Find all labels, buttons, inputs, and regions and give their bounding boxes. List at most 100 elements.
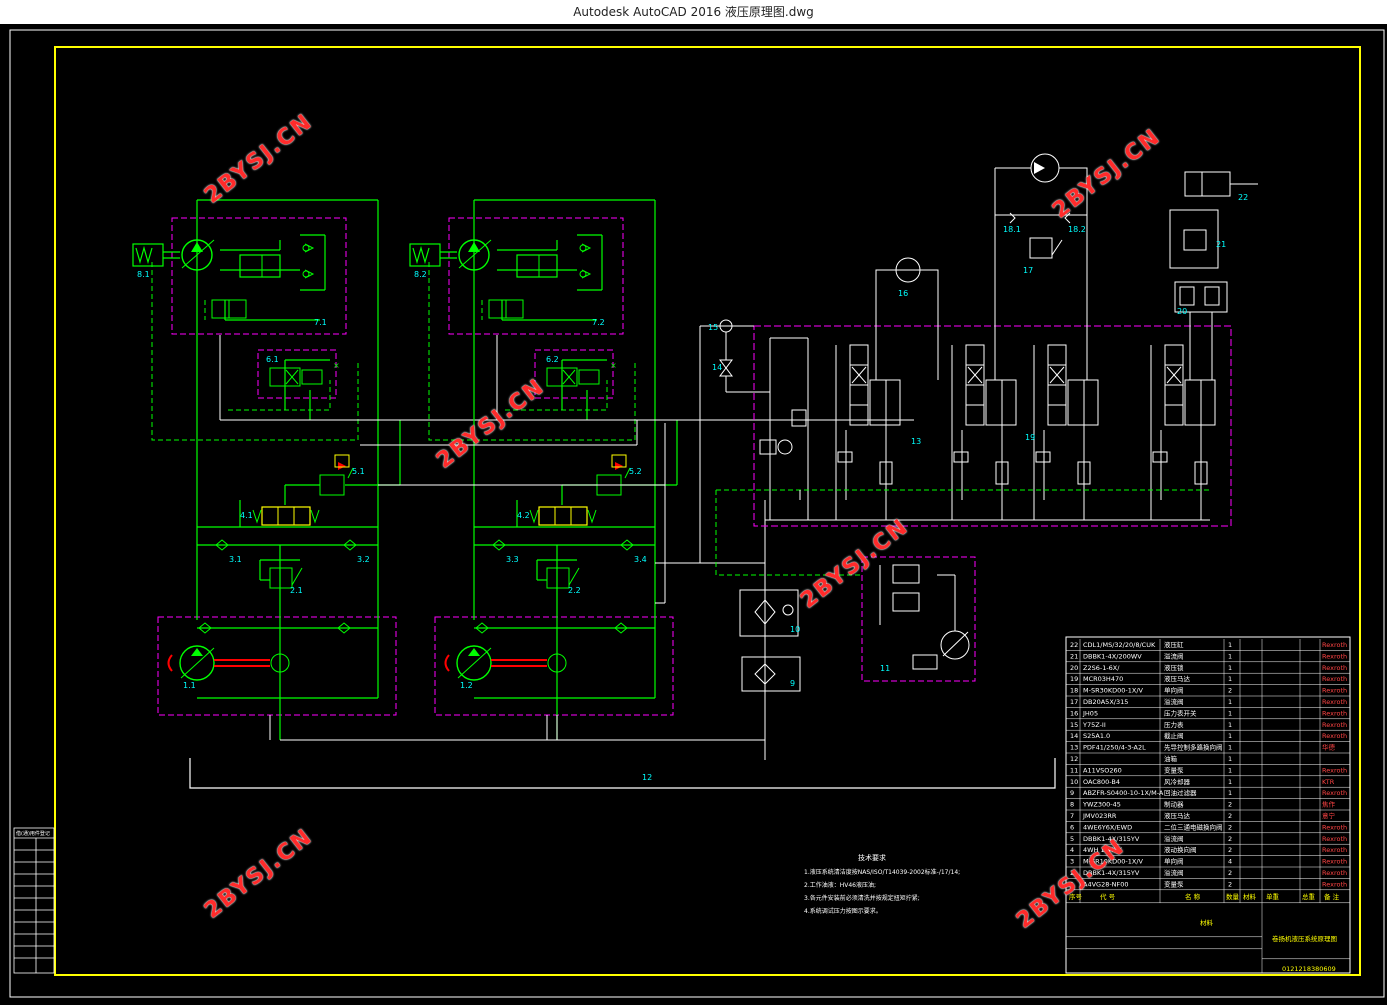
bom-row-qty: 2 [1228,846,1232,854]
bom-row-no: 17 [1070,698,1078,706]
label-16: 16 [898,289,908,298]
svg-text:×: × [333,361,340,370]
bom-row-no: 5 [1070,835,1074,843]
drawing-number: 0121218380609 [1282,965,1336,973]
bom-row-qty: 2 [1228,869,1232,877]
notes-line-4: 4.系统调试压力按图示要求。 [804,907,882,915]
bom-row-maker: Rexroth [1322,698,1347,706]
bom-row-name: 单向阀 [1164,686,1184,695]
multi-valve-block [753,325,1232,527]
bom-row-name: 二位三通电磁换向阀 [1164,822,1223,831]
label-5-1: 5.1 [352,467,365,476]
drawing-title: 卷扬机液压系统原理图 [1272,934,1337,943]
label-2-2: 2.2 [568,586,581,595]
bom-row-qty: 1 [1228,698,1232,706]
bom-row-maker: Rexroth [1322,869,1347,877]
bom-row-name: 溢流阀 [1164,834,1184,843]
label-18-1: 18.1 [1003,225,1021,234]
bom-header-name: 名 称 [1185,892,1201,901]
bom-row-qty: 1 [1228,664,1232,672]
label-3-3: 3.3 [506,555,519,564]
bom-row-code: MCR03H470 [1083,675,1123,683]
bom-row-no: 10 [1070,778,1078,786]
label-6-1: 6.1 [266,355,279,364]
label-5-2: 5.2 [629,467,642,476]
bom-row-maker: KTR [1322,778,1335,786]
label-21: 21 [1216,240,1226,249]
bom-row-no: 13 [1070,744,1078,752]
bom-row-name: 截止阀 [1164,731,1184,740]
bom-row-maker: Rexroth [1322,721,1347,729]
bom-row-code: CDL1/MS/32/20/8/CUK [1083,641,1156,649]
cooler-10 [739,589,799,637]
label-9: 9 [790,679,795,688]
bom-row-maker: Rexroth [1322,880,1347,888]
notes-line-1: 1.液压系统清洁度按NAS/ISO/T14039-2002标准-/17/14; [804,868,960,876]
sheet-border [9,29,1385,998]
label-18-2: 18.2 [1068,225,1086,234]
label-3-1: 3.1 [229,555,242,564]
bom-row-maker: Rexroth [1322,687,1347,695]
bom-row-code: 4WH 16H7X [1083,846,1123,854]
pump-group-11 [861,556,976,682]
bom-row-no: 2 [1070,869,1074,877]
bom-row-name: 回油过滤器 [1164,788,1197,797]
bom-row-code: DBBK1-4X/200WV [1083,652,1142,660]
winch-unit-1: × [132,199,637,740]
bom-header-w1: 单重 [1266,892,1280,901]
drawing-canvas[interactable]: 借(通)用件登记 [0,24,1387,1001]
bom-row-maker: Rexroth [1322,652,1347,660]
label-4-1: 4.1 [240,511,253,520]
bom-row-qty: 2 [1228,801,1232,809]
bom-row-qty: 2 [1228,687,1232,695]
bom-row-no: 19 [1070,675,1078,683]
bom-row-maker: 焦作 [1322,800,1336,809]
bom-row-no: 3 [1070,858,1074,866]
bom-row-qty: 1 [1228,766,1232,774]
label-22: 22 [1238,193,1248,202]
bom-row-no: 21 [1070,652,1078,660]
bom-row-name: 液压锁 [1164,663,1184,672]
bom-row-qty: 2 [1228,880,1232,888]
tank [189,758,1056,789]
bom-row-qty: 1 [1228,652,1232,660]
bom-row-code: A11VSO260 [1083,766,1122,774]
bom-row-maker: Rexroth [1322,641,1347,649]
bom-row-code: Y75Z-II [1082,721,1106,729]
bom-header-mat: 材料 [1243,892,1257,901]
bom-row-name: 油箱 [1164,754,1178,763]
bom-row-maker: Rexroth [1322,846,1347,854]
notes-line-3: 3.各元件安装前必须清洗并按规定扭矩拧紧; [804,894,920,902]
bom-row-no: 1 [1070,880,1074,888]
bom-row-name: 溢流阀 [1164,697,1184,706]
bom-row-no: 11 [1070,766,1078,774]
bom-header-code: 代 号 [1100,892,1116,901]
notes-title: 技术要求 [858,853,886,862]
bom-row-qty: 4 [1228,858,1232,866]
drawing-frame [54,46,1361,976]
label-10: 10 [790,625,800,634]
bom-row-name: 液压马达 [1164,674,1191,683]
bom-row-code: A4VG28-NF00 [1083,880,1129,888]
bom-row-maker: Rexroth [1322,766,1347,774]
label-20: 20 [1177,307,1187,316]
bom-row-maker: Rexroth [1322,732,1347,740]
bom-row-name: 先导控制多路换向阀 [1164,743,1223,752]
left-strip [13,827,55,974]
bom-row-code: 4WE6Y6X/EWD [1083,823,1132,831]
bom-row-maker: Rexroth [1322,675,1347,683]
directional-valve [835,344,901,520]
bom-row-qty: 1 [1228,709,1232,717]
label-15: 15 [708,323,718,332]
bom-header-w2: 总重 [1302,892,1316,901]
bom-row-no: 20 [1070,664,1078,672]
bom-header-note: 备 注 [1324,892,1340,901]
window-title: Autodesk AutoCAD 2016 液压原理图.dwg [573,5,814,19]
bom-row-maker: 意宁 [1322,811,1336,820]
bom-row-name: 变量泵 [1164,879,1184,888]
bom-row-maker: Rexroth [1322,858,1347,866]
label-11: 11 [880,664,890,673]
bom-row-no: 14 [1070,732,1078,740]
label-4-2: 4.2 [517,511,530,520]
